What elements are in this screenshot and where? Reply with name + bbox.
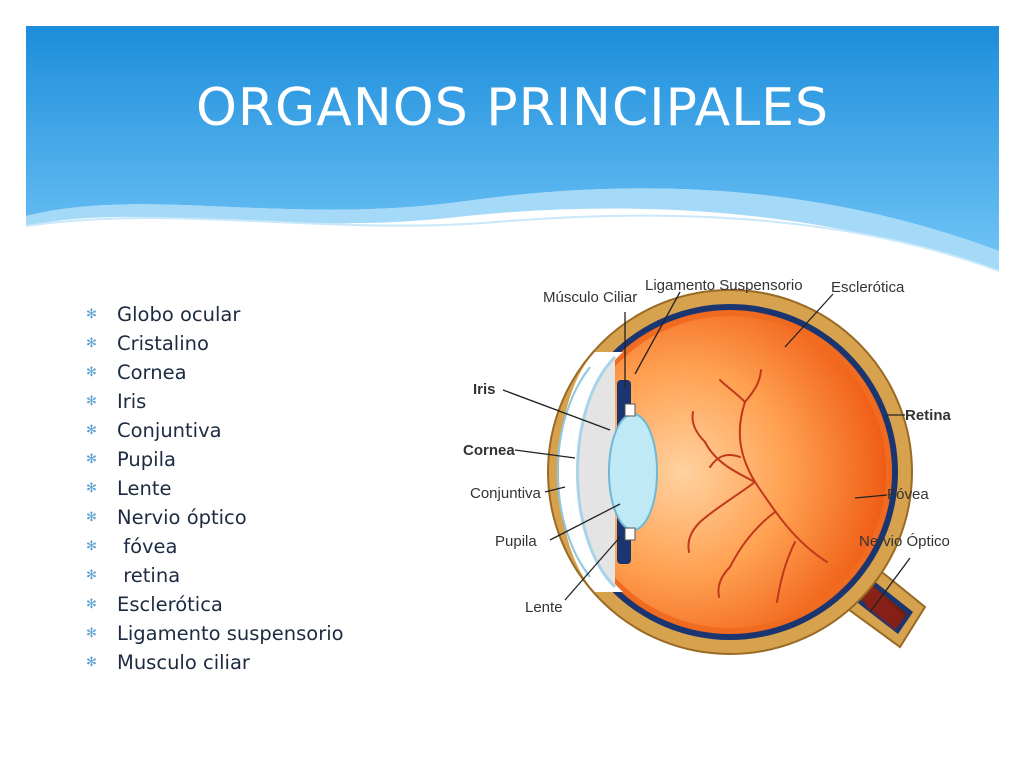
slide-title: ORGANOS PRINCIPALES — [195, 78, 830, 138]
eye-anatomy-diagram: Músculo Ciliar Ligamento Suspensorio Esc… — [455, 262, 955, 672]
list-item: ✻Musculo ciliar — [86, 648, 344, 677]
bullet-asterisk-icon: ✻ — [86, 510, 97, 525]
bullet-asterisk-icon: ✻ — [86, 423, 97, 438]
label-conjuntiva: Conjuntiva — [470, 485, 542, 502]
bullet-asterisk-icon: ✻ — [86, 336, 97, 351]
retinal-vessels — [687, 369, 828, 603]
label-lente: Lente — [525, 599, 563, 616]
list-item: ✻Esclerótica — [86, 590, 344, 619]
bullet-asterisk-icon: ✻ — [86, 307, 97, 322]
label-ligamento-suspensorio: Ligamento Suspensorio — [645, 277, 803, 294]
bullet-asterisk-icon: ✻ — [86, 597, 97, 612]
list-item: ✻Globo ocular — [86, 300, 344, 329]
label-esclerotica: Esclerótica — [831, 279, 905, 296]
label-musculo-ciliar: Músculo Ciliar — [543, 289, 637, 306]
bullet-asterisk-icon: ✻ — [86, 568, 97, 583]
list-item: ✻Iris — [86, 387, 344, 416]
label-nervio-optico: Nervio Óptico — [859, 533, 950, 550]
bullet-asterisk-icon: ✻ — [86, 539, 97, 554]
anterior-segment — [556, 352, 658, 592]
list-item: ✻Pupila — [86, 445, 344, 474]
label-fovea: Fóvea — [887, 486, 929, 503]
header-banner — [26, 26, 999, 272]
list-item: ✻Cornea — [86, 358, 344, 387]
label-pupila: Pupila — [495, 533, 537, 550]
eyeball — [547, 289, 913, 655]
leader-lines — [502, 291, 911, 613]
bullet-asterisk-icon: ✻ — [86, 626, 97, 641]
list-item: ✻ fóvea — [86, 532, 344, 561]
label-iris: Iris — [473, 381, 496, 398]
bullet-asterisk-icon: ✻ — [86, 452, 97, 467]
list-item: ✻ retina — [86, 561, 344, 590]
organ-list: ✻Globo ocular ✻Cristalino ✻Cornea ✻Iris … — [86, 300, 344, 677]
label-retina: Retina — [905, 407, 952, 424]
label-cornea: Cornea — [463, 442, 515, 459]
list-item: ✻Cristalino — [86, 329, 344, 358]
list-item: ✻Lente — [86, 474, 344, 503]
list-item: ✻Ligamento suspensorio — [86, 619, 344, 648]
bullet-asterisk-icon: ✻ — [86, 655, 97, 670]
bullet-asterisk-icon: ✻ — [86, 394, 97, 409]
list-item: ✻Conjuntiva — [86, 416, 344, 445]
bullet-asterisk-icon: ✻ — [86, 481, 97, 496]
bullet-asterisk-icon: ✻ — [86, 365, 97, 380]
list-item: ✻Nervio óptico — [86, 503, 344, 532]
